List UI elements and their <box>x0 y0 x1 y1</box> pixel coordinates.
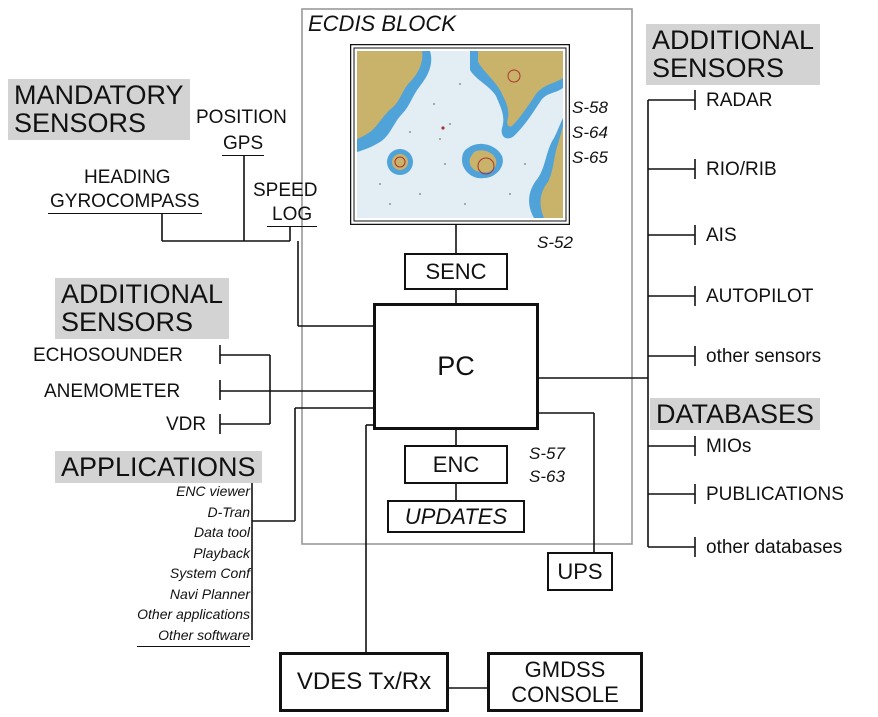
ups-box: UPS <box>547 552 613 591</box>
nautical-chart-map <box>350 44 570 225</box>
gmdss-console-box: GMDSS CONSOLE <box>487 652 643 712</box>
left-additional-header-line-1: ADDITIONAL <box>61 279 224 309</box>
position-label: POSITION <box>196 107 287 128</box>
app-system-conf: System Conf <box>169 565 250 581</box>
rio-rib-label: RIO/RIB <box>706 159 777 180</box>
standard-s65: S-65 <box>572 148 608 167</box>
databases-header: DATABASES <box>650 398 821 431</box>
vdes-box: VDES Tx/Rx <box>279 652 449 712</box>
app-navi-planner: Navi Planner <box>169 585 250 602</box>
log-label: LOG <box>267 205 318 227</box>
radar-label: RADAR <box>706 90 773 111</box>
gmdss-line-2: CONSOLE <box>511 682 619 707</box>
right-additional-sensors-header: ADDITIONAL SENSORS <box>646 24 821 85</box>
app-other-software: Other software <box>137 628 250 647</box>
ecdis-block-outline <box>301 8 633 545</box>
speed-label: SPEED <box>253 180 318 201</box>
app-d-tran: D-Tran <box>207 503 250 520</box>
standard-s63: S-63 <box>529 467 565 486</box>
ais-label: AIS <box>706 225 737 246</box>
app-other-applications: Other applications <box>137 606 250 622</box>
heading-label: HEADING <box>84 167 171 188</box>
anemometer-label: ANEMOMETER <box>44 381 181 402</box>
app-enc-viewer: ENC viewer <box>176 483 250 499</box>
gmdss-line-1: GMDSS <box>524 656 606 682</box>
applications-header: APPLICATIONS <box>55 451 262 484</box>
app-data-tool: Data tool <box>193 524 250 540</box>
mandatory-header-line-2: SENSORS <box>14 108 147 139</box>
right-additional-header-line-2: SENSORS <box>652 53 785 84</box>
mandatory-header-line-1: MANDATORY <box>14 80 184 110</box>
left-additional-sensors-header: ADDITIONAL SENSORS <box>55 278 230 339</box>
right-additional-header-line-1: ADDITIONAL <box>652 25 815 55</box>
pc-box: PC <box>373 303 539 430</box>
standard-s52: S-52 <box>537 233 573 252</box>
gps-label: GPS <box>222 133 265 156</box>
gyrocompass-label: GYROCOMPASS <box>48 191 202 214</box>
vdr-label: VDR <box>166 414 207 435</box>
mios-label: MIOs <box>706 436 752 457</box>
publications-label: PUBLICATIONS <box>706 484 844 505</box>
echosounder-label: ECHOSOUNDER <box>33 345 183 366</box>
mandatory-sensors-header: MANDATORY SENSORS <box>8 79 190 140</box>
left-additional-header-line-2: SENSORS <box>61 307 194 338</box>
standard-s64: S-64 <box>572 123 608 142</box>
applications-list: ENC viewer D-Tran Data tool Playback Sys… <box>137 484 250 647</box>
updates-box: UPDATES <box>387 500 525 533</box>
app-playback: Playback <box>193 544 250 561</box>
standard-s58: S-58 <box>572 98 608 117</box>
other-databases-label: other databases <box>706 537 843 558</box>
autopilot-label: AUTOPILOT <box>706 286 814 307</box>
ecdis-block-title: ECDIS BLOCK <box>308 11 456 36</box>
senc-box: SENC <box>404 253 508 290</box>
enc-box: ENC <box>404 445 508 484</box>
other-sensors-label: other sensors <box>706 346 822 367</box>
standard-s57: S-57 <box>529 444 565 463</box>
